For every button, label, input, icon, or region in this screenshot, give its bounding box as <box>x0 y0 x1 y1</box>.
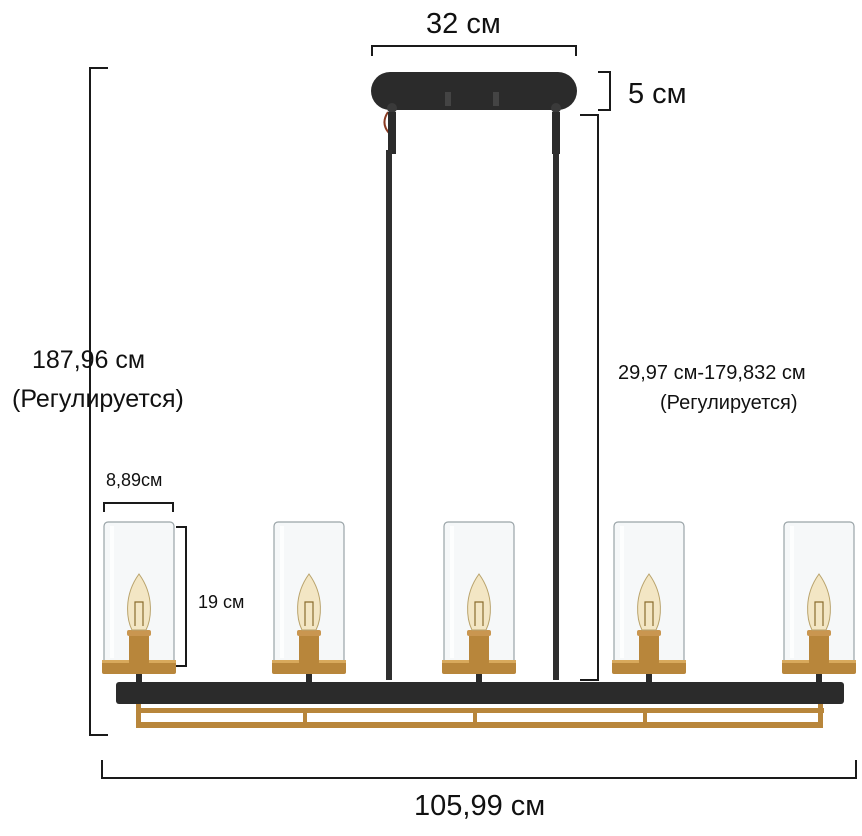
shade-assembly <box>442 521 516 686</box>
total-height-line <box>89 67 108 736</box>
brass-cup <box>442 660 516 674</box>
glass-highlight <box>790 526 794 658</box>
bulb-filament <box>644 601 654 626</box>
brass-cup <box>102 660 176 674</box>
brass-leg <box>818 704 823 728</box>
shade-stem <box>306 674 312 686</box>
brass-cup <box>782 660 856 674</box>
glass-highlight <box>110 526 114 658</box>
bulb-socket <box>469 634 489 664</box>
brass-cup <box>612 660 686 674</box>
shade-assembly <box>102 521 176 686</box>
rod-length-label: 29,97 см-179,832 см <box>618 362 806 384</box>
shade-diameter-line <box>103 502 174 512</box>
main-bar <box>116 682 844 728</box>
bulb-filament <box>134 601 144 626</box>
shade-assembly <box>782 521 856 686</box>
bulb-filament <box>814 601 824 626</box>
glass-highlight <box>280 526 284 658</box>
socket-collar <box>807 630 831 636</box>
suspension-rods <box>386 112 560 680</box>
glass-highlight <box>620 526 624 658</box>
shade-stem <box>816 674 822 686</box>
bulb-socket <box>299 634 319 664</box>
rod-right <box>553 150 559 680</box>
rod-left <box>386 150 392 680</box>
dimension-lines <box>89 45 857 779</box>
shade-diameter-label: 8,89см <box>106 470 163 490</box>
rod-connector <box>388 112 396 154</box>
canopy-height-line <box>598 71 611 111</box>
canopy-plate <box>371 72 577 110</box>
brass-rail <box>138 708 824 713</box>
canopy-screw <box>445 92 451 106</box>
shade-height-line <box>176 526 187 667</box>
shade-height-label: 19 см <box>198 592 245 612</box>
bulb-socket <box>809 634 829 664</box>
brass-stud <box>643 708 647 726</box>
glass-highlight <box>450 526 454 658</box>
shade-stem <box>476 674 482 686</box>
bulb-filament <box>474 601 484 626</box>
brass-stud <box>473 708 477 726</box>
shade-assembly <box>612 521 686 686</box>
bulb-socket <box>639 634 659 664</box>
shades <box>102 521 856 686</box>
total-height-label: 187,96 см <box>32 346 146 374</box>
socket-collar <box>127 630 151 636</box>
canopy-width-label: 32 см <box>426 8 501 40</box>
shade-assembly <box>272 521 346 686</box>
brass-leg <box>136 704 141 728</box>
canopy-width-line <box>371 45 577 56</box>
total-height-note: (Регулируется) <box>12 385 184 413</box>
socket-collar <box>637 630 661 636</box>
canopy <box>371 72 577 135</box>
socket-collar <box>467 630 491 636</box>
bulb-socket <box>129 634 149 664</box>
shade-stem <box>646 674 652 686</box>
canopy-hook <box>387 103 397 113</box>
brass-bottom-rail <box>136 722 823 728</box>
canopy-screw <box>493 92 499 106</box>
black-bar <box>116 682 844 704</box>
total-width-label: 105,99 см <box>414 790 546 822</box>
socket-collar <box>297 630 321 636</box>
brass-cup <box>272 660 346 674</box>
total-width-line <box>101 760 857 779</box>
shade-stem <box>136 674 142 686</box>
rod-length-note: (Регулируется) <box>660 392 798 414</box>
rod-length-line <box>580 114 599 681</box>
bulb-filament <box>304 601 314 626</box>
brass-stud <box>303 708 307 726</box>
canopy-height-label: 5 см <box>628 78 687 110</box>
rod-connector <box>552 112 560 154</box>
canopy-hook <box>551 103 561 113</box>
